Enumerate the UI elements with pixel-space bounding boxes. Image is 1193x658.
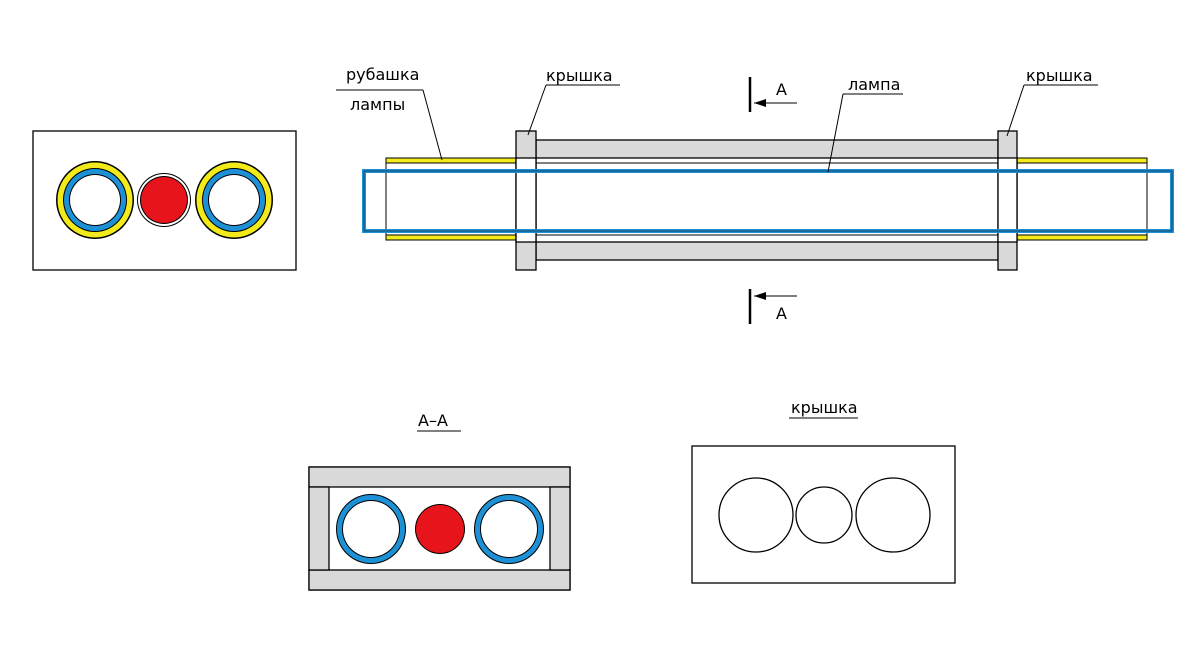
section-mark-top-arrow <box>754 99 766 107</box>
section-title: А–А <box>418 411 448 430</box>
section-wall-right <box>549 486 571 571</box>
lamp-outline <box>362 169 1174 233</box>
cover-hole-right <box>855 477 931 553</box>
label-jacket-line2: лампы <box>350 95 405 114</box>
section-wall-top <box>308 466 571 488</box>
section-mark-bottom-arrow <box>754 292 766 300</box>
label-section-bottom: А <box>776 304 787 323</box>
end-view-red-element <box>141 177 187 223</box>
leader-jacket <box>422 89 443 161</box>
label-jacket-line1: рубашка <box>346 65 419 84</box>
label-section-top: А <box>776 80 787 99</box>
side-view <box>336 77 1174 324</box>
cover-hole-left <box>718 477 794 553</box>
end-view <box>32 130 297 271</box>
jacket-strip-bottom-right <box>1016 234 1148 241</box>
leader-lamp <box>827 93 844 173</box>
jacket-strip-top-left <box>385 157 517 164</box>
leader-cover-right <box>1006 84 1025 137</box>
cover-hole-center <box>795 486 853 544</box>
label-cover-left: крышка <box>546 66 613 85</box>
jacket-strip-top-right <box>1016 157 1148 164</box>
cover-view-title: крышка <box>791 398 858 417</box>
label-lamp: лампа <box>848 75 900 94</box>
cover-view: крышка <box>691 398 956 584</box>
section-wall-left <box>308 486 330 571</box>
housing-tube-bottom <box>535 241 999 261</box>
section-red-element <box>416 505 464 553</box>
housing-tube-top <box>535 139 999 159</box>
section-wall-bottom <box>308 569 571 591</box>
leader-cover-left <box>527 84 547 136</box>
section-view: А–А <box>308 411 571 591</box>
label-cover-right: крышка <box>1026 66 1093 85</box>
jacket-strip-bottom-left <box>385 234 517 241</box>
